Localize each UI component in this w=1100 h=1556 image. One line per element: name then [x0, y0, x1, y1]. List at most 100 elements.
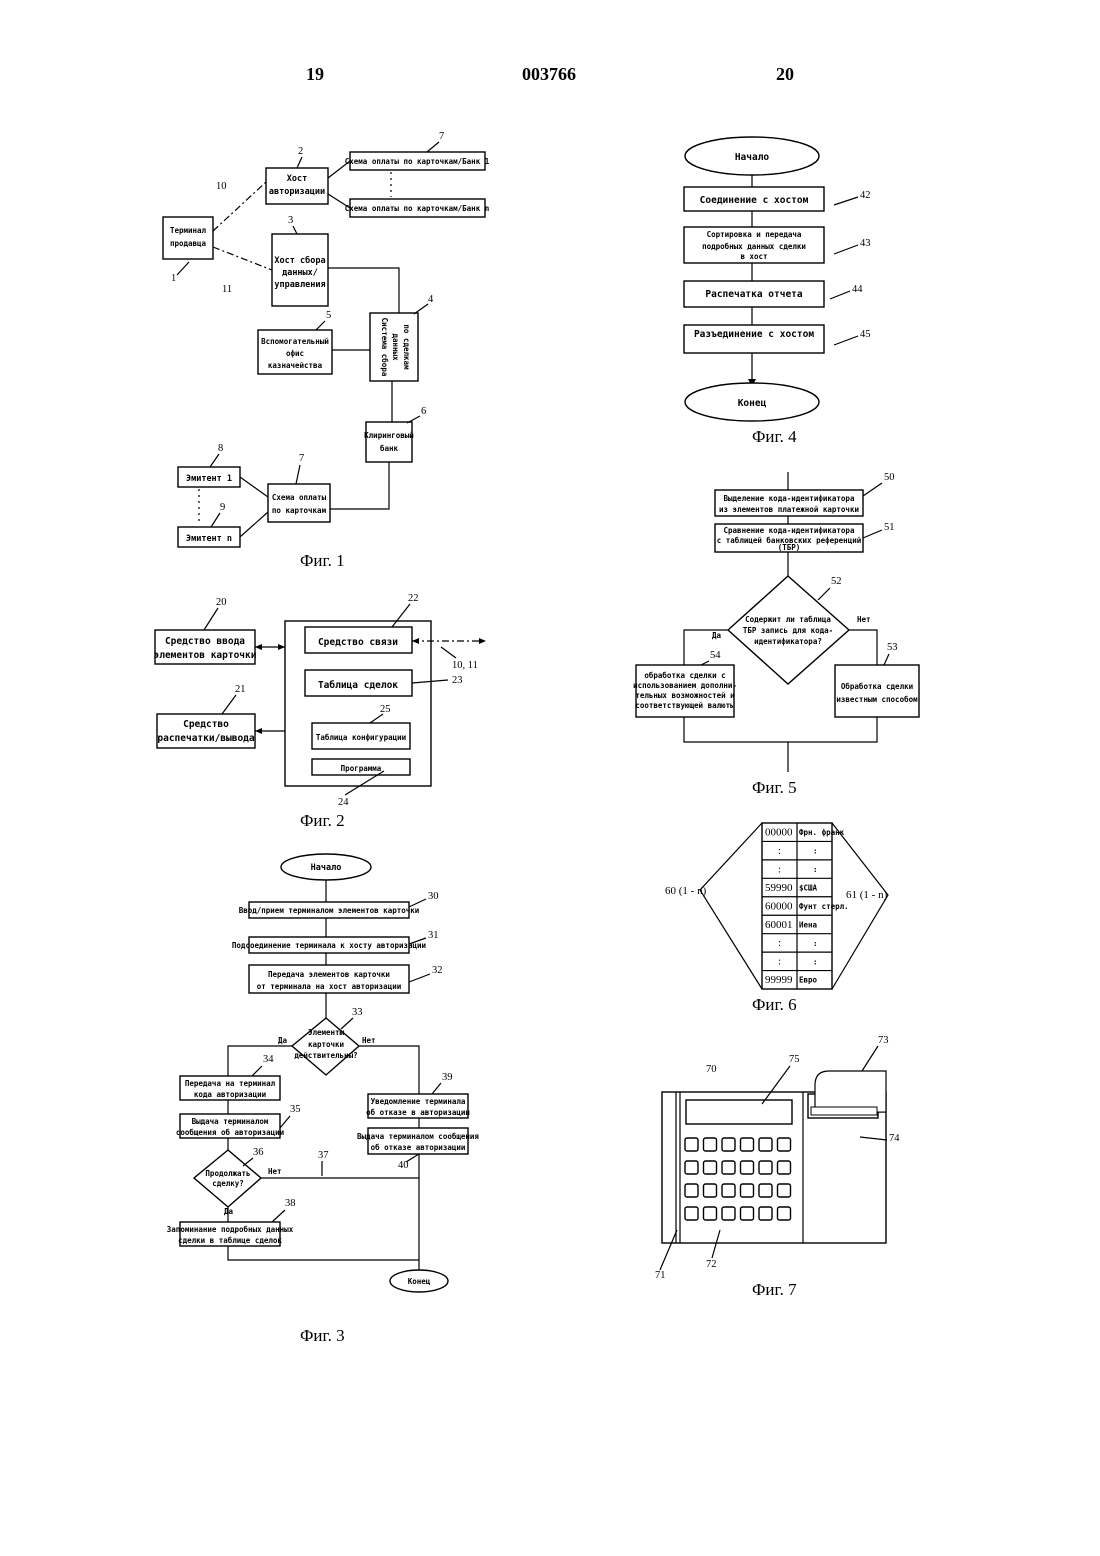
flow-arrow: [684, 717, 877, 742]
ref-numeral: 31: [428, 930, 439, 941]
ref-numeral: 20: [216, 597, 227, 608]
step-39-label: об отказе в авторизации: [366, 1108, 470, 1117]
table-cell-code: :: [778, 937, 781, 949]
keypad-key: [704, 1138, 717, 1151]
display-screen: [686, 1100, 792, 1124]
no-label: Нет: [362, 1036, 376, 1045]
ref-numeral: 35: [290, 1104, 301, 1115]
arrow-head: [278, 644, 285, 650]
step-45-label: Разъединение с хостом: [694, 329, 814, 340]
aux-office-label: казначейства: [268, 361, 323, 370]
card-scheme-label: Схема оплаты: [272, 493, 327, 502]
collect-system-label: данных: [391, 333, 400, 361]
table-cell-code: 00000: [765, 827, 793, 839]
ref-numeral: 72: [706, 1259, 717, 1270]
deal-table-label: Таблица сделок: [318, 680, 398, 691]
link-11: [213, 247, 272, 270]
table-cell-value: :: [813, 865, 818, 874]
step-39-label: Уведомление терминала: [371, 1097, 466, 1106]
keypad-key: [759, 1207, 772, 1220]
ref-numeral: 71: [655, 1270, 666, 1281]
ref-numeral: 52: [831, 576, 842, 587]
step-43-label: в хост: [740, 252, 767, 261]
flow-arrow: [228, 1046, 292, 1076]
keypad-key: [778, 1161, 791, 1174]
leader-line: [834, 336, 858, 345]
figure-caption: Фиг. 4: [752, 427, 797, 446]
leader-line: [834, 197, 858, 205]
auth-host-label: Хост: [287, 174, 307, 184]
print-output-label: распечатки/вывода: [157, 733, 255, 744]
ref-numeral: 73: [878, 1035, 889, 1046]
leader-line: [293, 226, 297, 234]
leader-line: [406, 1154, 419, 1162]
ref-numeral: 34: [263, 1054, 274, 1065]
comm-means-label: Средство связи: [318, 637, 398, 648]
flow-arrow: [684, 630, 728, 665]
merchant-terminal-label: продавца: [170, 239, 207, 248]
step-53-box: [835, 665, 919, 717]
leader-line: [210, 454, 219, 467]
step-51-label: Сравнение кода-идентификатора: [724, 526, 855, 535]
leader-line: [863, 530, 882, 538]
decision-36-label: Продолжать: [205, 1169, 250, 1178]
table-cell-code: 60001: [765, 919, 793, 931]
ref-numeral: 23: [452, 675, 463, 686]
leader-line: [862, 1046, 878, 1071]
ref-numeral: 44: [852, 284, 863, 295]
ref-numeral: 22: [408, 593, 419, 604]
ref-numeral: 54: [710, 650, 721, 661]
table-cell-value: $США: [799, 884, 818, 893]
start-label: Начало: [311, 863, 342, 873]
ref-numeral: 10, 11: [452, 660, 478, 671]
leader-line: [409, 974, 430, 982]
figure-3: Начало Ввод/прием терминалом элементов к…: [167, 854, 480, 1345]
step-54-label: соответствующей валюты: [635, 701, 735, 710]
table-cell-value: :: [813, 847, 818, 856]
step-32-label: Передача элементов карточки: [268, 970, 390, 979]
leader-line: [272, 1210, 285, 1222]
ref-numeral: 3: [288, 215, 293, 226]
figure-7: 70 71 72 73 74 75 Фиг. 7: [655, 1035, 900, 1299]
collect-host-label: Хост сбора: [274, 255, 325, 266]
decision-33-label: карточки: [308, 1040, 344, 1049]
aux-office-label: офис: [286, 349, 304, 358]
step-35-label: Выдача терминалом: [192, 1117, 269, 1126]
step-53-label: Обработка сделки: [841, 682, 913, 691]
ref-numeral: 75: [789, 1054, 800, 1065]
figure-5: Выделение кода-идентификатора из элемент…: [633, 472, 919, 797]
collect-system-label: по сделкам: [402, 324, 411, 370]
step-34-label: Передача на терминал: [185, 1079, 276, 1088]
leader-line: [427, 142, 439, 152]
step-40-label: об отказе авторизации: [371, 1143, 466, 1152]
leader-line: [177, 262, 189, 275]
merchant-terminal-label: Терминал: [170, 226, 207, 235]
table-cell-value: Иена: [799, 920, 818, 929]
table-cell-value: Фунт стерл.: [799, 902, 849, 911]
ref-numeral: 39: [442, 1072, 453, 1083]
step-40-label: Выдача терминалом сообщения: [357, 1132, 479, 1141]
decision-52-label: Содержит ли таблица: [745, 615, 831, 624]
ref-numeral: 1: [171, 273, 176, 284]
leader-line: [884, 654, 889, 665]
yes-label: Да: [712, 631, 722, 640]
leader-line: [834, 245, 858, 254]
print-output-label: Средство: [183, 719, 229, 730]
leader-line: [297, 157, 302, 168]
clearing-bank-box: [366, 422, 412, 462]
ref-numeral: 38: [285, 1198, 296, 1209]
table-cell-value: :: [813, 939, 818, 948]
ref-numeral: 6: [421, 406, 426, 417]
figure-1: Терминал продавца Хост авторизации Схема…: [163, 131, 490, 570]
flow-arrow: [359, 1046, 419, 1094]
table-cell-code: 59990: [765, 882, 793, 894]
ref-numeral: 53: [887, 642, 898, 653]
step-38-label: сделки в таблице сделок: [178, 1236, 282, 1245]
scheme-bank-n-label: Схема оплаты по карточкам/Банк n: [345, 204, 490, 213]
no-label: Нет: [268, 1167, 282, 1176]
table-cell-code: :: [778, 863, 781, 875]
connector: [328, 194, 350, 208]
step-38-label: Запоминание подробных данных: [167, 1225, 294, 1234]
